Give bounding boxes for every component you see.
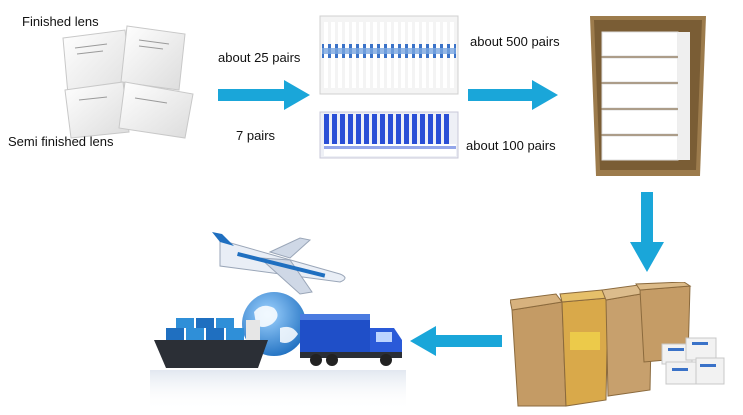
logistics-scene-image [150, 232, 406, 412]
seven-pairs-label: 7 pairs [236, 128, 276, 143]
open-carton-image [590, 16, 706, 176]
blue-lens-box-image [318, 110, 460, 160]
airplane-icon [212, 232, 346, 295]
arrow-right-icon [468, 80, 558, 110]
semi-finished-lens-label: Semi finished lens [8, 134, 114, 149]
cargo-ship-icon [154, 318, 268, 368]
shipping-cartons-image [510, 282, 732, 408]
white-lens-box-image [318, 14, 460, 96]
finished-lens-label: Finished lens [22, 14, 99, 29]
arrow-right-icon [218, 80, 310, 110]
arrow-left-icon [410, 326, 502, 356]
about-25-pairs-label: about 25 pairs [218, 50, 301, 65]
about-100-pairs-label: about 100 pairs [466, 138, 556, 153]
lens-envelopes-image [55, 20, 205, 140]
about-500-pairs-label: about 500 pairs [470, 34, 560, 49]
truck-icon [300, 314, 402, 366]
arrow-down-icon [630, 192, 664, 272]
